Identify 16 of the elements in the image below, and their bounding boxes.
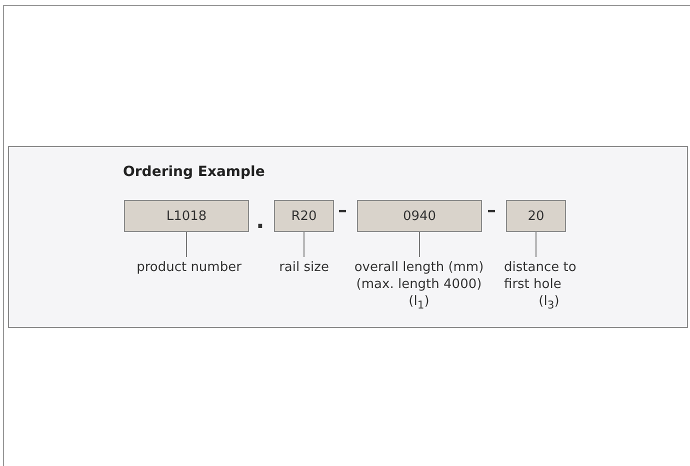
caption-text: (l$_{1}$) <box>408 293 430 314</box>
caption-text: product number <box>136 259 242 276</box>
diagram-title: Ordering Example <box>123 164 265 180</box>
separator-mark: – <box>487 202 496 220</box>
caption-text: (l$_{3}$) <box>538 293 560 314</box>
separator-mark: – <box>338 202 347 220</box>
code-field: L1018 <box>124 200 249 232</box>
caption-text: distance to first hole <box>504 259 578 293</box>
caption-text: overall length (mm) (max. length 4000) <box>353 259 485 293</box>
separator-mark: . <box>256 211 264 233</box>
leader-line <box>419 232 420 258</box>
code-field: 20 <box>506 200 566 232</box>
leader-line <box>186 232 187 258</box>
caption-text: rail size <box>278 259 330 276</box>
code-field: R20 <box>274 200 334 232</box>
code-field: 0940 <box>357 200 482 232</box>
